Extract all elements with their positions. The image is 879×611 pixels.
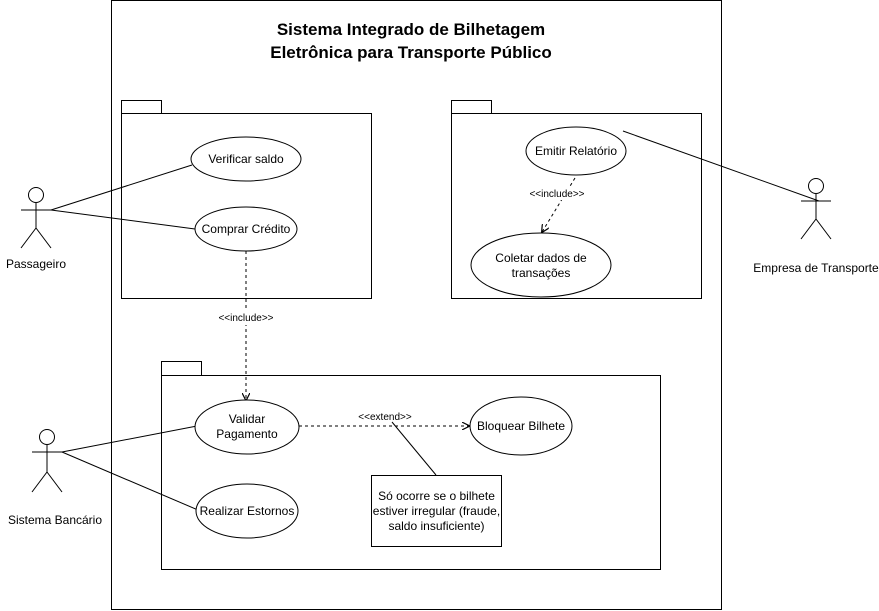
package-pagamento-tab <box>161 361 202 376</box>
include-relatorio-label-bg <box>525 186 589 200</box>
use-case-realizar-estornos: Realizar Estornos <box>195 483 299 539</box>
use-case-coletar-dados: Coletar dados de transações <box>470 232 612 298</box>
actor-empresa-label: Empresa de Transporte <box>753 261 879 275</box>
note-anchor-line <box>391 421 437 476</box>
actor-passageiro-head <box>28 187 44 203</box>
note-box: Só ocorre se o bilhete estiver irregular… <box>371 475 502 547</box>
package-relatorios-tab <box>451 100 492 114</box>
note-text: Só ocorre se o bilhete estiver irregular… <box>372 488 501 533</box>
actor-empresa <box>800 178 832 240</box>
include-relatorio-label: <<include>> <box>529 189 584 200</box>
actor-empresa-head <box>808 178 824 194</box>
use-case-emitir-relatorio: Emitir Relatório <box>525 126 627 176</box>
include-credito-label-bg <box>214 311 278 325</box>
use-case-bloquear-bilhete-label: Bloquear Bilhete <box>477 419 565 433</box>
use-case-realizar-estornos-label: Realizar Estornos <box>200 504 295 518</box>
include-credito-label: <<include>> <box>218 313 273 324</box>
package-compra-tab <box>121 100 162 114</box>
assoc-empresa-emitir <box>622 130 820 202</box>
include-relatorio-arrow <box>542 177 576 232</box>
use-case-validar-pagamento-label-2: Pagamento <box>216 427 278 441</box>
use-case-emitir-relatorio-label: Emitir Relatório <box>535 144 617 158</box>
system-title-line1: Sistema Integrado de Bilhetagem <box>277 20 545 39</box>
use-case-comprar-credito: Comprar Crédito <box>194 206 298 252</box>
assoc-banco-validar <box>61 425 198 453</box>
actor-banco-label: Sistema Bancário <box>8 513 102 527</box>
package-compra <box>121 100 372 299</box>
assoc-passageiro-verificar <box>50 164 193 211</box>
actor-banco-head <box>39 429 55 445</box>
use-case-coletar-dados-label-1: Coletar dados de <box>495 251 587 265</box>
extend-bloquear-label: <<extend>> <box>358 412 412 423</box>
use-case-verificar-saldo: Verificar saldo <box>190 136 302 182</box>
use-case-comprar-credito-label: Comprar Crédito <box>202 222 291 236</box>
actor-passageiro <box>20 187 52 249</box>
actor-passageiro-label: Passageiro <box>6 257 66 271</box>
use-case-validar-pagamento: Validar Pagamento <box>194 399 300 455</box>
assoc-passageiro-comprar <box>50 209 196 230</box>
use-case-bloquear-bilhete: Bloquear Bilhete <box>469 396 573 456</box>
use-case-coletar-dados-label-2: transações <box>512 266 571 280</box>
system-title-line2: Eletrônica para Transporte Público <box>270 43 552 62</box>
use-case-validar-pagamento-label-1: Validar <box>229 412 265 426</box>
assoc-banco-estornos <box>61 451 199 511</box>
actor-banco <box>31 429 63 493</box>
use-case-verificar-saldo-label: Verificar saldo <box>208 152 284 166</box>
